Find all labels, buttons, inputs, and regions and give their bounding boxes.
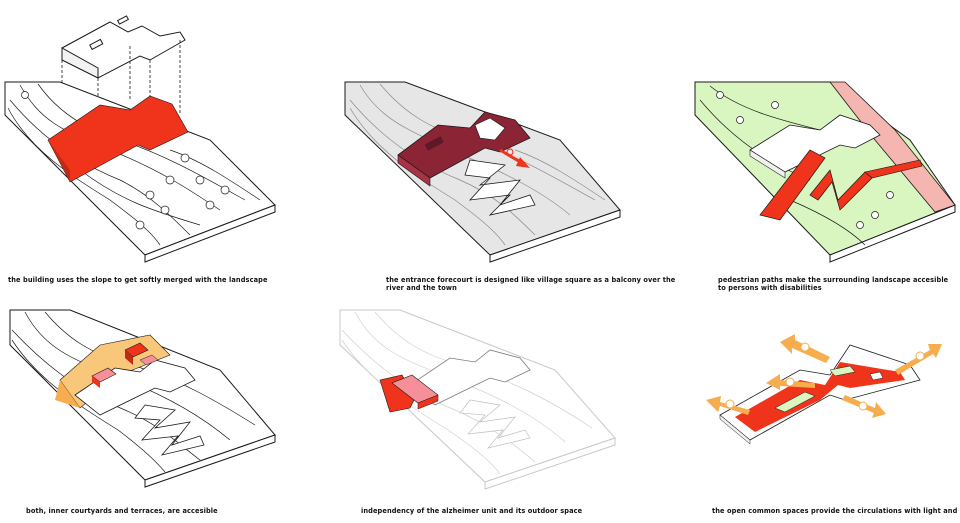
caption-alzheimer-unit: independency of the alzheimer unit and i… (361, 507, 583, 515)
diagram-pedestrian-paths: pedestrian paths make the surrounding la… (680, 0, 960, 292)
diagram-entrance-forecourt: the entrance forecourt is designed like … (330, 0, 675, 292)
pedestrian-paths-drawing (694, 81, 956, 263)
courtyards-terraces-drawing (9, 309, 276, 488)
entrance-forecourt-drawing (344, 81, 621, 263)
common-spaces-drawing (706, 334, 942, 445)
caption-pedestrian-paths: pedestrian paths make the surrounding la… (718, 276, 949, 292)
alzheimer-unit-drawing (339, 309, 616, 490)
caption-common-spaces: the open common spaces provide the circu… (712, 507, 960, 515)
slope-merge-drawing (4, 15, 276, 263)
caption-slope-merge: the building uses the slope to get softl… (8, 276, 268, 284)
diagram-common-spaces: the open common spaces provide the circu… (680, 300, 960, 520)
caption-courtyards-terraces: both, inner courtyards and terraces, are… (26, 507, 218, 515)
diagram-slope-merge: the building uses the slope to get softl… (0, 0, 300, 284)
caption-entrance-forecourt: the entrance forecourt is designed like … (386, 276, 676, 292)
diagram-alzheimer-unit: independency of the alzheimer unit and i… (330, 300, 650, 520)
diagram-courtyards-terraces: both, inner courtyards and terraces, are… (0, 300, 300, 520)
